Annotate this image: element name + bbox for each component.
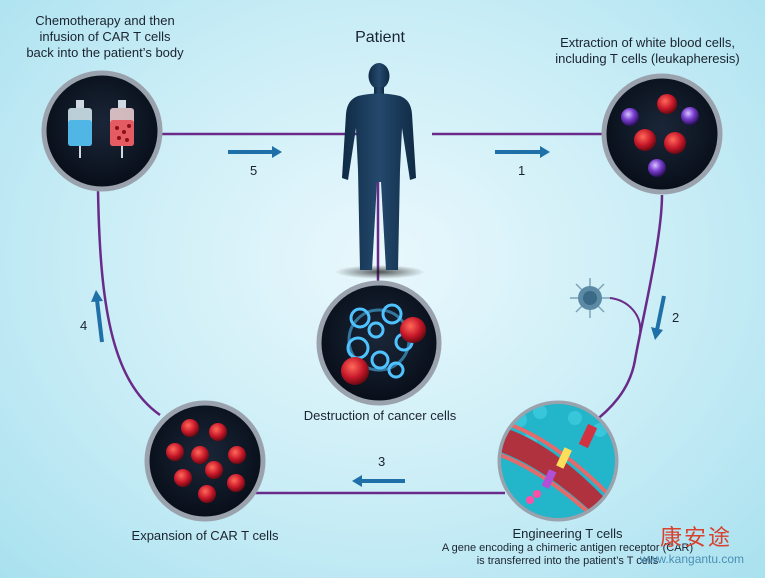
watermark-url: www.kangantu.com [640, 552, 745, 566]
circle-expansion [144, 400, 266, 522]
red-cell [664, 132, 686, 154]
label-destruction: Destruction of cancer cells [303, 408, 457, 423]
step-number-5: 5 [250, 163, 258, 178]
step-number-1: 1 [518, 163, 526, 178]
label-extraction-line1: Extraction of white blood cells, [560, 35, 735, 50]
patient-silhouette-icon [335, 63, 425, 279]
label-chemo-line2: infusion of CAR T cells [39, 29, 171, 44]
step-number-4: 4 [80, 318, 88, 333]
watermark-chinese: 康安途 [660, 526, 733, 551]
patient-title: Patient [355, 29, 405, 46]
label-extraction-line2: including T cells (leukapheresis) [555, 51, 740, 66]
arrow-step-2 [651, 295, 666, 340]
label-engineering-sub2: is transferred into the patient’s T cell… [476, 555, 659, 567]
label-extraction: Extraction of white blood cells, includi… [530, 35, 765, 67]
step-number-2: 2 [672, 310, 680, 325]
label-engineering-title: Engineering T cells [512, 526, 623, 541]
circle-destruction [316, 280, 442, 406]
circle-engineering [497, 400, 619, 522]
step-arrows [91, 146, 666, 487]
label-chemo: Chemotherapy and then infusion of CAR T … [0, 13, 210, 61]
arrow-step-4 [91, 290, 104, 343]
label-engineering: Engineering T cells A gene encoding a ch… [400, 526, 735, 568]
label-chemo-line1: Chemotherapy and then [35, 13, 175, 28]
virus-connector [609, 297, 642, 333]
circle-infusion [41, 70, 163, 192]
red-cell [634, 129, 656, 151]
arrow-step-3 [352, 475, 405, 487]
cell-membrane-icon [501, 425, 615, 518]
iv-bag-blue-icon [68, 100, 92, 158]
t-cell [648, 159, 666, 177]
arrow-step-5 [228, 146, 282, 158]
t-cell [621, 108, 639, 126]
t-cell [681, 107, 699, 125]
red-cell [657, 94, 677, 114]
arrow-step-1 [495, 146, 550, 158]
iv-bag-red-icon [110, 100, 134, 158]
virus-icon [570, 278, 610, 318]
label-chemo-line3: back into the patient’s body [26, 45, 184, 60]
label-engineering-sub1: A gene encoding a chimeric antigen recep… [441, 542, 694, 554]
label-expansion: Expansion of CAR T cells [131, 528, 279, 543]
step-number-3: 3 [378, 454, 386, 469]
circle-leukapheresis [601, 73, 723, 195]
